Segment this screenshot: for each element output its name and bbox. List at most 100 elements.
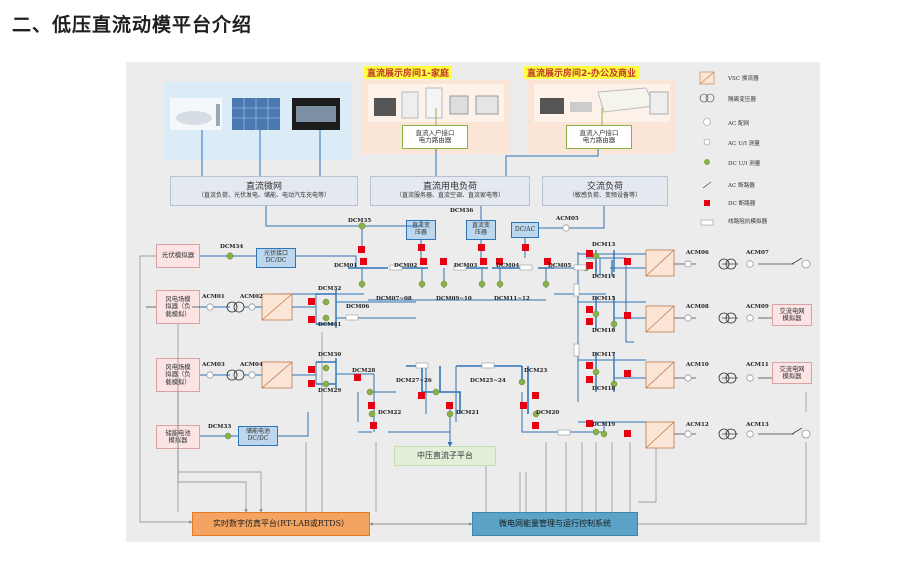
ac-load-sub: （敏感负荷、变频设备等） bbox=[568, 191, 641, 199]
microgrid-title: 直流微网 bbox=[245, 182, 282, 193]
label-dcm06: DCM06 bbox=[346, 304, 370, 310]
label-acm06: ACM06 bbox=[686, 250, 709, 256]
label-acm07: ACM07 bbox=[746, 250, 769, 256]
office-router-line2: 电力路由器 bbox=[582, 136, 616, 144]
label-acm10: ACM10 bbox=[686, 362, 709, 368]
label-dcm36: DCM36 bbox=[450, 208, 474, 214]
mv-dc-platform-box: 中压直流子平台 bbox=[394, 446, 496, 466]
label-dcm25-24: DCM25~24 bbox=[470, 378, 506, 384]
dc-load-sub: （直流服务器、直流空调、直流家电等） bbox=[395, 191, 504, 199]
label-dcm31: DCM31 bbox=[318, 322, 342, 328]
dc-trans2-line2: 压器 bbox=[474, 229, 487, 236]
pv-iface-line1: 光伏接口 bbox=[263, 250, 288, 258]
legend-impedance-label: 线路阻抗模拟器 bbox=[728, 219, 768, 225]
label-dcm02: DCM02 bbox=[394, 263, 418, 269]
pv-simulator-box: 光伏模拟器 bbox=[156, 244, 200, 268]
label-dcm05: DCM05 bbox=[548, 263, 572, 269]
label-dcm21: DCM21 bbox=[456, 410, 480, 416]
label-dcm14: DCM14 bbox=[592, 274, 616, 280]
storage-iface-line2: DC/DC bbox=[247, 435, 269, 442]
pv-interface-box: 光伏接口 DC/DC bbox=[256, 248, 296, 268]
label-dcm23: DCM23 bbox=[524, 368, 548, 374]
label-dcm17: DCM17 bbox=[592, 352, 616, 358]
dc-breakers bbox=[308, 244, 631, 437]
storage-interface-box: 储能电池 DC/DC bbox=[238, 426, 278, 446]
label-dcm18: DCM18 bbox=[592, 386, 616, 392]
label-acm03: ACM03 bbox=[202, 362, 225, 368]
platform-diagram: 直流展示房间1-家庭 直流展示房间2-办公及商业 直流微网 （直流负荷、光伏发电… bbox=[126, 62, 820, 542]
label-dcm15: DCM15 bbox=[592, 296, 616, 302]
label-dcm28: DCM28 bbox=[352, 368, 376, 374]
label-dcm32: DCM32 bbox=[318, 286, 342, 292]
legend-dc-breaker-label: DC 断路器 bbox=[728, 201, 756, 207]
dc-trans1-line2: 压器 bbox=[414, 229, 427, 236]
label-dcm20: DCM20 bbox=[536, 410, 560, 416]
ems-box: 微电网能量管理与运行控制系统 bbox=[472, 512, 638, 536]
wind1-line2: 拟器（负 bbox=[165, 303, 191, 311]
label-dcm22: DCM22 bbox=[378, 410, 402, 416]
label-acm04: ACM04 bbox=[240, 362, 263, 368]
legend-ac-grid-label: AC 配网 bbox=[728, 121, 750, 127]
office-router-line1: 直流入户接口 bbox=[579, 128, 619, 137]
legend-transformer-label: 隔离变压器 bbox=[728, 97, 756, 103]
mv-platform-label: 中压直流子平台 bbox=[417, 451, 473, 461]
label-dcm16: DCM16 bbox=[592, 328, 616, 334]
label-dcm04: DCM04 bbox=[496, 263, 520, 269]
dcac-box: DC/AC bbox=[511, 222, 539, 238]
dc-load-box: 直流用电负荷 （直流服务器、直流空调、直流家电等） bbox=[370, 176, 530, 206]
isolation-transformers bbox=[226, 258, 737, 440]
ac-grid-sim-1-box: 交流电网 模拟器 bbox=[772, 304, 812, 326]
room-office-title: 直流展示房间2-办公及商业 bbox=[524, 66, 639, 79]
ac-grid2-line2: 模拟器 bbox=[782, 373, 802, 380]
legend-ac-measure-label: AC U/I 测量 bbox=[728, 141, 760, 147]
ac-load-title: 交流负荷 bbox=[586, 182, 623, 193]
home-router-line1: 直流入户接口 bbox=[415, 128, 455, 137]
label-dcm33: DCM33 bbox=[208, 424, 232, 430]
ems-label: 微电网能量管理与运行控制系统 bbox=[499, 519, 611, 529]
dcac-label: DC/AC bbox=[514, 225, 536, 233]
legend-vsc-label: VSC 换流器 bbox=[728, 76, 759, 82]
label-dcm01: DCM01 bbox=[334, 263, 358, 269]
label-dcm30: DCM30 bbox=[318, 352, 342, 358]
legend-icons bbox=[699, 71, 715, 226]
wind1-line1: 风电场模 bbox=[165, 296, 191, 304]
label-dcm11-12: DCM11~12 bbox=[494, 296, 530, 302]
label-acm08: ACM08 bbox=[686, 304, 709, 310]
battery-image bbox=[292, 98, 340, 130]
legend-dc-measure-label: DC U/I 测量 bbox=[728, 161, 761, 167]
storage-iface-line1: 储能电池 bbox=[245, 428, 270, 436]
vsc-converters bbox=[261, 249, 675, 449]
rtlab-label: 实时数字仿真平台(RT-LAB或RTDS） bbox=[212, 519, 350, 529]
home-router-box: 直流入户接口 电力路由器 bbox=[402, 125, 468, 149]
label-dcm35: DCM35 bbox=[348, 218, 372, 224]
solar-panel-image bbox=[232, 98, 280, 130]
label-dcm29: DCM29 bbox=[318, 388, 342, 394]
circuit-wiring bbox=[139, 71, 820, 526]
ac-breakers bbox=[791, 257, 803, 435]
pv-simulator-label: 光伏模拟器 bbox=[161, 251, 195, 260]
rtlab-box: 实时数字仿真平台(RT-LAB或RTDS） bbox=[192, 512, 370, 536]
ac-grid-sim-2-box: 交流电网 模拟器 bbox=[772, 362, 812, 384]
label-dcm13: DCM13 bbox=[592, 242, 616, 248]
label-dcm07-08: DCM07~08 bbox=[376, 296, 412, 302]
microgrid-box: 直流微网 （直流负荷、光伏发电、储能、电动汽车充电等） bbox=[170, 176, 358, 206]
line-impedances bbox=[345, 264, 587, 436]
pv-iface-line2: DC/DC bbox=[265, 257, 287, 264]
label-acm01: ACM01 bbox=[202, 294, 225, 300]
label-acm02: ACM02 bbox=[240, 294, 263, 300]
room-home-title: 直流展示房间1-家庭 bbox=[364, 66, 452, 79]
ac-grid1-line1: 交流电网 bbox=[779, 307, 805, 315]
microgrid-sub: （直流负荷、光伏发电、储能、电动汽车充电等） bbox=[197, 191, 330, 199]
label-acm09: ACM09 bbox=[746, 304, 769, 310]
label-acm12: ACM12 bbox=[686, 422, 709, 428]
page-title: 二、低压直流动模平台介绍 bbox=[12, 14, 253, 36]
legend-ac-breaker-label: AC 断路器 bbox=[728, 183, 755, 189]
label-dcm34: DCM34 bbox=[220, 244, 244, 250]
label-acm13: ACM13 bbox=[746, 422, 769, 428]
label-acm11: ACM11 bbox=[746, 362, 769, 368]
ac-grid2-line1: 交流电网 bbox=[779, 365, 805, 373]
dc-load-title: 直流用电负荷 bbox=[422, 182, 477, 193]
label-dcm03: DCM03 bbox=[454, 263, 478, 269]
label-dcm09-10: DCM09~10 bbox=[436, 296, 472, 302]
dc-transformer-2-box: 直流变 压器 bbox=[466, 220, 496, 240]
